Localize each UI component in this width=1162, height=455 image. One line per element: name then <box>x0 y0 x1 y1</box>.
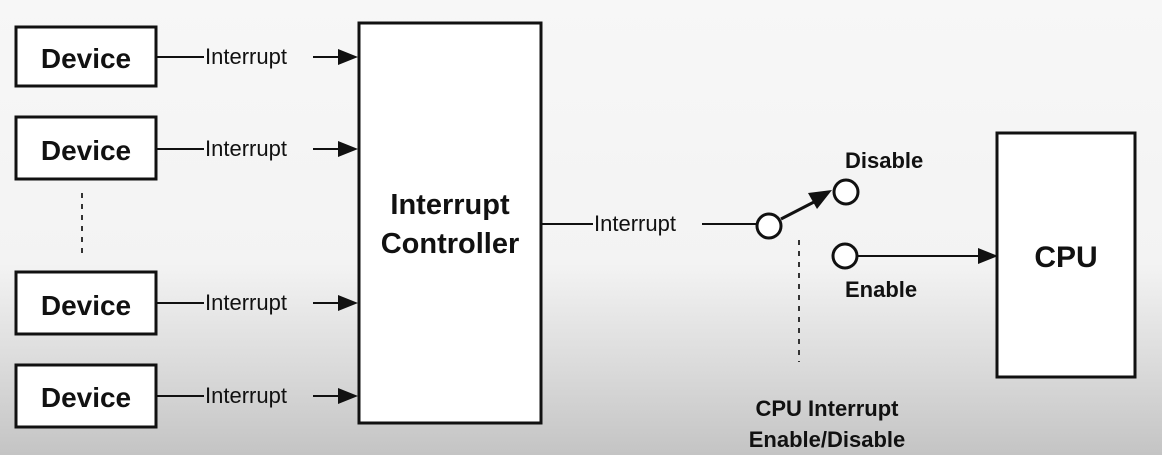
disable-contact-node <box>832 178 860 206</box>
enable-label: Enable <box>845 277 917 302</box>
cpu-box: CPU <box>995 131 1137 379</box>
interrupt-line-4: Interrupt <box>156 383 358 408</box>
switch-lever <box>780 200 815 221</box>
controller-output-line: Interrupt <box>541 211 756 236</box>
interrupt-label: Interrupt <box>205 136 287 161</box>
device-box-3: Device <box>14 270 158 336</box>
controller-title-line1: Interrupt <box>390 189 510 221</box>
interrupt-label: Interrupt <box>205 383 287 408</box>
cpu-label: CPU <box>1034 241 1097 274</box>
enable-to-cpu-line <box>857 248 998 264</box>
switch-pivot-node <box>755 212 783 240</box>
interrupt-line-3: Interrupt <box>156 290 358 315</box>
device-label: Device <box>41 290 131 321</box>
switch-lever-arrow <box>808 190 832 209</box>
arrow-head <box>338 49 358 65</box>
device-box-1: Device <box>14 25 158 88</box>
disable-label: Disable <box>845 148 923 173</box>
interrupt-label: Interrupt <box>205 290 287 315</box>
interrupt-line-2: Interrupt <box>156 136 358 161</box>
interrupt-controller-box: Interrupt Controller <box>357 21 543 425</box>
device-label: Device <box>41 135 131 166</box>
interrupt-label: Interrupt <box>205 44 287 69</box>
controller-title-line2: Controller <box>381 228 520 260</box>
arrow-head <box>978 248 998 264</box>
device-box-2: Device <box>14 115 158 181</box>
device-label: Device <box>41 382 131 413</box>
caption-line2: Enable/Disable <box>749 427 906 452</box>
arrow-head <box>338 388 358 404</box>
enable-disable-switch: Disable Enable <box>755 148 923 302</box>
interrupt-line-1: Interrupt <box>156 44 358 69</box>
arrow-head <box>338 295 358 311</box>
device-label: Device <box>41 43 131 74</box>
arrow-head <box>338 141 358 157</box>
device-box-4: Device <box>14 363 158 429</box>
caption-line1: CPU Interrupt <box>756 396 900 421</box>
enable-contact-node <box>831 242 859 270</box>
interrupt-label: Interrupt <box>594 211 676 236</box>
